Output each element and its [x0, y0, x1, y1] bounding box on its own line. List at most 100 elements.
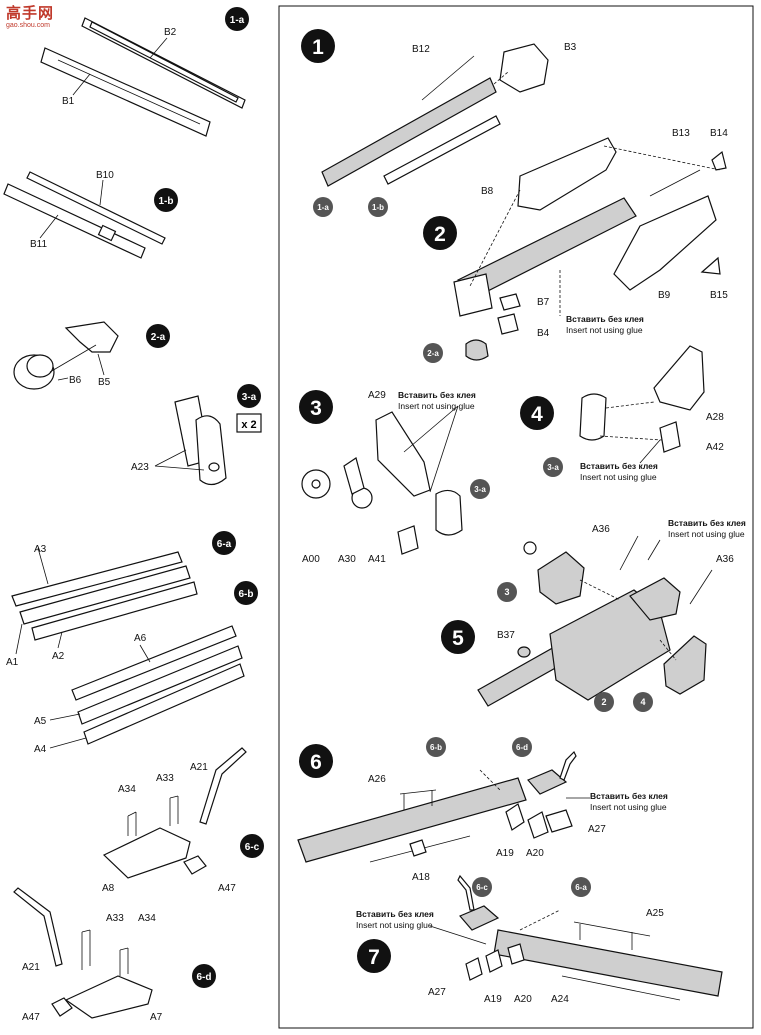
part-A20-6 [527, 811, 549, 839]
part-3a-assembly [435, 489, 463, 536]
leader-A23a [154, 449, 187, 467]
ref-4-s5-text: 4 [640, 697, 645, 707]
badge-2a [146, 324, 170, 348]
quantity-text: x 2 [241, 419, 256, 431]
part-3-assembly [537, 551, 585, 605]
part-A23-right [195, 415, 227, 486]
badge-1a [225, 7, 249, 31]
part-B4 [497, 313, 519, 335]
label-A33-c: A33 [156, 773, 174, 784]
step-7-marker [357, 939, 391, 973]
step-6-note-ru: Вставить без клея [590, 791, 668, 801]
label-A19-7: A19 [484, 994, 502, 1005]
label-A33-d: A33 [106, 913, 124, 924]
label-B4: B4 [537, 328, 550, 339]
part-A00-hub [311, 479, 321, 489]
leader-B6 [57, 377, 69, 381]
part-6c-assembly [459, 905, 500, 931]
label-B14: B14 [710, 128, 728, 139]
leader-B11 [39, 214, 59, 239]
subassembly-1b: B10 B11 1-b [3, 170, 178, 259]
part-6b-track [297, 777, 527, 863]
step-7: 7 A25 A27 A19 A20 A24 Вставить без клея … [356, 874, 723, 1005]
step-3-note-en: Insert not using glue [398, 401, 475, 411]
part-A24-rod [561, 975, 681, 1001]
badge-3a-text: 3-a [242, 392, 257, 403]
label-A18: A18 [412, 872, 430, 883]
ref-3a-s3-text: 3-a [474, 485, 486, 494]
label-B12: B12 [412, 44, 430, 55]
ref-6a [571, 877, 591, 897]
part-B1-edge [57, 59, 201, 125]
step-6-note-en: Insert not using glue [590, 802, 667, 812]
part-3-wheel [523, 541, 537, 555]
part-B9 [613, 195, 717, 291]
label-A47-c: A47 [218, 883, 236, 894]
leader-A4 [49, 737, 87, 749]
part-B6-face [26, 354, 54, 378]
ref-3a-s4-text: 3-a [547, 463, 559, 472]
note-leader-4 [639, 439, 661, 464]
part-A34-d [119, 947, 129, 976]
part-A27-7 [465, 957, 483, 981]
step-2-note-en: Insert not using glue [566, 325, 643, 335]
subassembly-6d: A33 A34 A21 A47 A7 6-d [13, 887, 216, 1023]
label-A8: A8 [102, 883, 115, 894]
part-B13 [649, 169, 701, 197]
label-A42: A42 [706, 442, 724, 453]
badge-6b [234, 581, 258, 605]
part-1a-barrel [321, 77, 497, 187]
quantity-box [236, 413, 262, 433]
step-4-note-ru: Вставить без клея [580, 461, 658, 471]
label-A4: A4 [34, 744, 47, 755]
ref-6c-text: 6-c [476, 883, 488, 892]
step-3-note-ru: Вставить без клея [398, 390, 476, 400]
step-2-marker [423, 216, 457, 250]
label-A47-d: A47 [22, 1012, 40, 1023]
label-A20-7: A20 [514, 994, 532, 1005]
part-A3 [11, 551, 183, 607]
step-5-number: 5 [452, 627, 464, 650]
label-B9: B9 [658, 290, 671, 301]
part-B1 [40, 47, 211, 137]
label-B3: B3 [564, 42, 577, 53]
part-A4 [83, 663, 245, 745]
subassembly-6c: A21 A33 A34 A8 A47 6-c [102, 747, 264, 894]
ref-6c [472, 877, 492, 897]
label-A00: A00 [302, 554, 320, 565]
part-A36-right [689, 569, 713, 605]
part-A41 [397, 525, 419, 555]
part-B3 [499, 43, 549, 93]
label-A3: A3 [34, 544, 47, 555]
label-A27-7: A27 [428, 987, 446, 998]
step-1-number: 1 [312, 36, 324, 59]
part-A2 [31, 581, 198, 641]
part-1b-rod [383, 115, 501, 185]
label-A29: A29 [368, 390, 386, 401]
ref-6b [426, 737, 446, 757]
part-A33-d [81, 929, 91, 970]
part-3a-in-step4 [579, 393, 607, 441]
ref-6b-text: 6-b [430, 743, 442, 752]
label-A28: A28 [706, 412, 724, 423]
badge-6a [212, 531, 236, 555]
part-B2-inner [89, 21, 239, 103]
part-B10 [26, 171, 166, 245]
label-A21-d: A21 [22, 962, 40, 973]
label-A24: A24 [551, 994, 569, 1005]
label-A21-c: A21 [190, 762, 208, 773]
step-7-note-ru: Вставить без клея [356, 909, 434, 919]
badge-6a-text: 6-a [217, 539, 232, 550]
part-A34-c [127, 811, 137, 836]
subassembly-6a: A3 A1 A2 6-a [6, 531, 236, 668]
part-A21-c [199, 747, 247, 825]
step-3: 3 A29 A00 A30 A41 Вставить без клея Inse… [299, 390, 490, 565]
assembly-dash-5b [659, 639, 677, 661]
part-A6 [71, 625, 237, 701]
label-B1: B1 [62, 96, 75, 107]
leader-A5 [49, 713, 81, 721]
part-B15 [700, 256, 721, 275]
part-breech [629, 577, 681, 621]
label-B13: B13 [672, 128, 690, 139]
